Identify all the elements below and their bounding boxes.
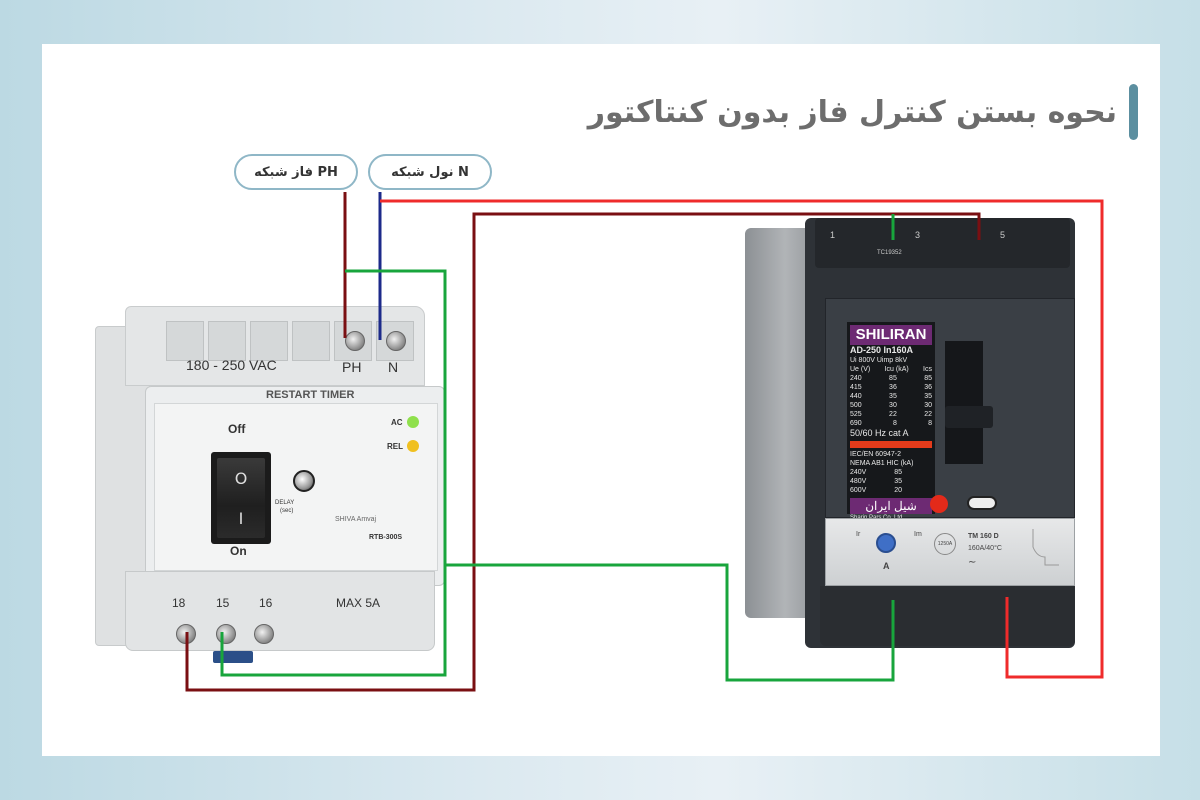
page-title: نحوه بستن کنترل فاز بدون کنتاکتور bbox=[587, 94, 1117, 130]
n-terminal-label: N bbox=[388, 359, 399, 375]
breaker-farsi-brand: شیل ایران bbox=[850, 498, 932, 514]
table-header-ics: Ics bbox=[923, 366, 932, 373]
breaker-nema: NEMA AB1 HIC (kA) bbox=[850, 460, 914, 467]
breaker-model: AD-250 In160A bbox=[850, 345, 914, 355]
breaker-rating-label: SHILIRAN AD-250 In160A Ui 800V Uimp 8kV … bbox=[847, 322, 935, 521]
breaker-brand: SHILIRAN bbox=[850, 325, 932, 345]
contact-15-label: 15 bbox=[216, 596, 230, 610]
terminal-3-label: 3 bbox=[915, 230, 921, 240]
switch-on-label: On bbox=[230, 544, 247, 558]
contact-16-label: 16 bbox=[259, 596, 273, 610]
push-to-trip-button[interactable] bbox=[930, 495, 948, 513]
phase-callout: PH فاز شبکه bbox=[234, 154, 358, 190]
rel-led-icon bbox=[407, 440, 419, 452]
led-ac-label: AC bbox=[391, 418, 403, 427]
ir-dial[interactable] bbox=[876, 533, 896, 553]
breaker-toggle-handle[interactable] bbox=[945, 406, 993, 428]
table-header-ue: Ue (V) bbox=[850, 366, 871, 373]
page-title-block: نحوه بستن کنترل فاز بدون کنتاکتور bbox=[588, 84, 1138, 140]
breaker-top-terminals: 1 3 5 TC19352 bbox=[815, 218, 1070, 268]
led-rel-label: REL bbox=[387, 442, 403, 451]
power-rocker-switch[interactable]: O I bbox=[211, 452, 271, 544]
molded-case-circuit-breaker: 1 3 5 TC19352 SHILIRAN AD-250 In160A Ui … bbox=[745, 218, 1080, 648]
control-green-wire-breaker bbox=[445, 563, 895, 682]
trip-curve-icon bbox=[1032, 529, 1059, 566]
relay-model: RTB-300S bbox=[369, 534, 403, 541]
im-value-badge: 1250A bbox=[934, 533, 956, 555]
ph-terminal-screw bbox=[345, 331, 365, 351]
im-label: Im bbox=[914, 531, 922, 538]
ir-label: Ir bbox=[856, 531, 861, 538]
relay-brand: SHIVA Amvaj bbox=[335, 516, 377, 523]
red-band bbox=[850, 441, 932, 448]
ac-wave-icon: ∼ bbox=[968, 557, 977, 568]
breaker-frequency: 50/60 Hz cat A bbox=[850, 428, 909, 438]
relay-front-panel: RESTART TIMER Off O I On AC REL DELAY (s… bbox=[145, 386, 445, 586]
ph-terminal-label: PH bbox=[342, 359, 362, 375]
dial-unit: A bbox=[883, 561, 890, 571]
delay-label: DELAY bbox=[275, 500, 295, 506]
neutral-callout: N نول شبکه bbox=[368, 154, 492, 190]
breaker-to-relay-18-wire bbox=[185, 212, 981, 692]
switch-off-label: Off bbox=[228, 422, 246, 436]
top-code-label: TC19352 bbox=[877, 250, 902, 256]
switch-i-mark: I bbox=[238, 508, 244, 528]
load-red-wire bbox=[380, 199, 1104, 679]
breaker-bottom-terminals bbox=[820, 586, 1075, 646]
terminal-1-label: 1 bbox=[830, 230, 836, 240]
n-terminal-screw bbox=[386, 331, 406, 351]
handle-slot bbox=[945, 341, 983, 464]
supply-voltage-label: 180 - 250 VAC bbox=[186, 357, 277, 373]
table-header-icu: Icu (kA) bbox=[884, 366, 909, 373]
ac-led-icon bbox=[407, 416, 419, 428]
breaker-rating-badge bbox=[967, 496, 997, 510]
max-current-label: MAX 5A bbox=[336, 596, 381, 610]
breaker-ratings-header: Ui 800V Uimp 8kV bbox=[850, 357, 908, 364]
trip-unit-rating: 160A/40°C bbox=[968, 545, 1002, 552]
restart-timer-label: RESTART TIMER bbox=[266, 389, 355, 401]
terminal-5-label: 5 bbox=[1000, 230, 1006, 240]
trip-unit: Ir A Im 1250A TM 160 D 160A/40°C ∼ bbox=[825, 518, 1075, 586]
breaker-standard: IEC/EN 60947-2 bbox=[850, 451, 901, 458]
terminal-16-screw bbox=[254, 624, 274, 644]
switch-o-mark: O bbox=[234, 468, 248, 488]
delay-unit-label: (sec) bbox=[280, 508, 294, 514]
control-green-wire-relay bbox=[220, 269, 447, 677]
delay-knob[interactable] bbox=[293, 470, 315, 492]
title-accent-bar bbox=[1129, 84, 1138, 140]
relay-supply-terminal-block: 180 - 250 VAC PH N bbox=[125, 306, 425, 386]
phase-control-relay: 180 - 250 VAC PH N RESTART TIMER Off O I… bbox=[95, 306, 455, 666]
relay-output-terminal-block: 18 15 16 MAX 5A bbox=[125, 571, 435, 651]
contact-18-label: 18 bbox=[172, 596, 186, 610]
trip-unit-model: TM 160 D bbox=[968, 533, 999, 540]
